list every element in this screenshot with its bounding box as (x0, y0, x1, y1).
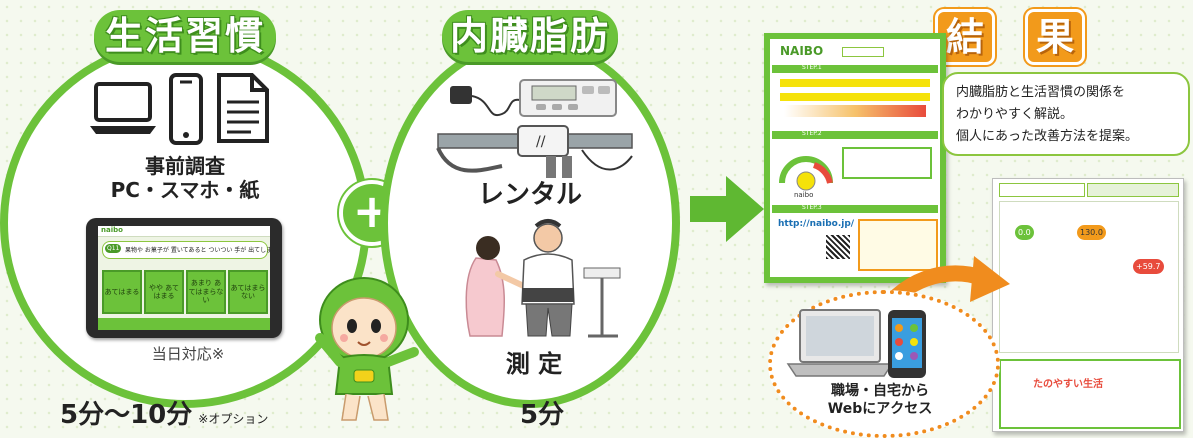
tablet-option-3[interactable]: あまり あてはまらない (186, 270, 226, 314)
svg-text://: // (536, 134, 546, 150)
tablet-option-4[interactable]: あてはまらない (228, 270, 268, 314)
lifestyle-title: 生活習慣 (94, 10, 276, 62)
sheet1-tips-box (858, 219, 938, 271)
laptop-illustration-icon (786, 309, 894, 377)
result-explanation-bubble: 内臓脂肪と生活習慣の関係を わかりやすく解説。 個人にあった改善方法を提案。 (942, 72, 1190, 156)
lifestyle-time-value: 5分〜10分 (60, 400, 193, 430)
sheet1-step2-bar: STEP.2 (772, 130, 938, 139)
fat-measuring-device-icon: // (436, 79, 633, 178)
sheet1-step3-label: STEP.3 (802, 204, 822, 211)
sheet2-highlight: たのやすい生活 (1033, 379, 1103, 390)
lifestyle-time-note: ※オプション (198, 412, 269, 426)
sheet2-bottom-box (999, 359, 1181, 429)
sheet1-name-box (842, 47, 884, 57)
laptop-icon (90, 82, 156, 134)
sheet1-qr-code (826, 235, 850, 259)
measurement-scene-icon (465, 219, 621, 338)
web-access-line-1: 職場・自宅から (831, 383, 929, 399)
tablet-header: naibo (98, 226, 270, 237)
measure-label: 測 定 (505, 350, 563, 378)
result-sheet-2: 0.0 130.0 +59.7 たのやすい生活 (992, 178, 1184, 432)
visceral-fat-title: 内臓脂肪 (442, 10, 618, 62)
sheet1-logo: NAIBO (780, 44, 824, 58)
result-title-char-2: 果 (1028, 12, 1082, 62)
sheet1-gauge-icon (779, 156, 833, 191)
web-access-line-2: Webにアクセス (827, 401, 933, 417)
rental-label: レンタル (477, 180, 582, 210)
sheet2-tab-right (1087, 183, 1179, 197)
tablet-option-1[interactable]: あてはまる (102, 270, 142, 314)
result-sheet-1: NAIBO STEP.1 STEP.2 naibo STEP.3 http://… (764, 33, 946, 283)
sheet2-score-right: +59.7 (1133, 259, 1164, 274)
sheet1-yellow-row-2 (780, 93, 930, 101)
mascot-icon (315, 277, 419, 421)
lifestyle-time: 5分〜10分 ※オプション (60, 394, 268, 431)
sheet2-score-center: 130.0 (1077, 225, 1106, 240)
bubble-line-3: 個人にあった改善方法を提案。 (956, 129, 1139, 144)
tablet-question-number: Q11 (105, 244, 122, 253)
sheet1-result-box (842, 147, 932, 179)
sheet1-yellow-row-1 (780, 79, 930, 87)
sheet1-step3-bar: STEP.3 (772, 204, 938, 213)
tablet-device: naibo Q11 果物や お菓子が 置いてあると ついつい 手が 出てしまう … (86, 218, 282, 338)
tablet-question-text: 果物や お菓子が 置いてあると ついつい 手が 出てしまう (125, 247, 270, 254)
sheet2-score-left: 0.0 (1015, 225, 1034, 240)
survey-method-line1: 事前調査 (145, 154, 225, 178)
visceral-fat-time: 5分 (520, 400, 565, 430)
tablet-footer (98, 318, 270, 330)
sheet1-step1-label: STEP.1 (802, 64, 822, 71)
sheet1-url: http://naibo.jp/ (778, 219, 855, 229)
sheet2-chart-area (999, 201, 1179, 353)
result-title-char-1: 結 (938, 12, 992, 62)
same-day-label: 当日対応※ (151, 345, 225, 363)
sheet1-step2-label: STEP.2 (802, 130, 822, 137)
sheet1-header: NAIBO (772, 41, 938, 61)
bubble-line-2: わかりやすく解説。 (956, 107, 1074, 122)
tablet-question-bar: Q11 果物や お菓子が 置いてあると ついつい 手が 出てしまう (102, 241, 270, 259)
tablet-logo: naibo (101, 226, 123, 234)
sheet1-step1-bar: STEP.1 (772, 64, 938, 73)
arrow-right-icon (690, 176, 764, 242)
sheet2-tab-left (999, 183, 1085, 197)
smartphone-icon (169, 73, 203, 145)
tablet-option-2[interactable]: やや あてはまる (144, 270, 184, 314)
sheet1-gauge-row (784, 105, 926, 117)
smartphone-illustration-icon (888, 310, 926, 378)
document-icon (217, 73, 269, 143)
survey-method-line2: PC・スマホ・紙 (110, 178, 260, 202)
sheet1-gauge-label: naibo (794, 191, 814, 199)
tablet-screen: naibo Q11 果物や お菓子が 置いてあると ついつい 手が 出てしまう … (98, 226, 270, 330)
bubble-line-1: 内臓脂肪と生活習慣の関係を (956, 85, 1126, 100)
